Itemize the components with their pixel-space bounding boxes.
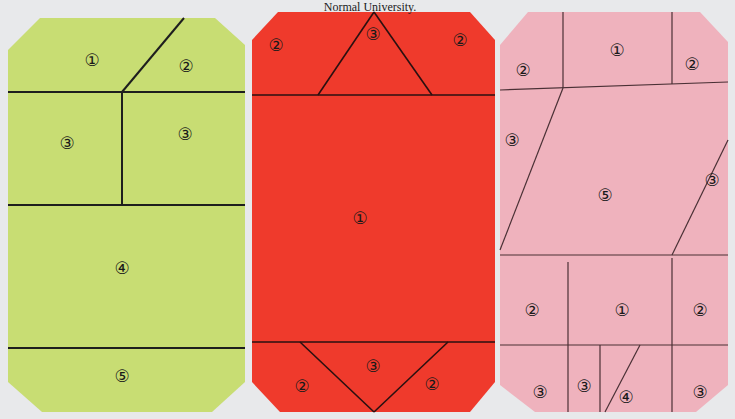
piece-number: ② <box>178 58 193 75</box>
piece-number: ③ <box>504 132 519 149</box>
piece-number: ⑤ <box>597 187 612 204</box>
piece-number: ① <box>84 52 99 69</box>
piece-number: ⑤ <box>114 368 129 385</box>
piece-number: ④ <box>618 389 633 406</box>
header-text: Normal University. <box>324 1 417 13</box>
piece-number: ③ <box>177 126 192 143</box>
piece-number: ② <box>294 378 309 395</box>
piece-number: ④ <box>114 260 129 277</box>
piece-number: ① <box>609 42 624 59</box>
piece-number: ③ <box>532 384 547 401</box>
piece-number: ② <box>268 37 283 54</box>
piece-number: ① <box>614 302 629 319</box>
red-cut-lines <box>252 12 495 412</box>
piece-number: ③ <box>576 378 591 395</box>
green-sheet <box>8 18 245 412</box>
piece-number: ② <box>515 62 530 79</box>
piece-number: ③ <box>692 384 707 401</box>
piece-number: ② <box>684 56 699 73</box>
piece-number: ③ <box>704 172 719 189</box>
piece-number: ② <box>452 32 467 49</box>
red-sheet <box>252 12 495 412</box>
piece-number: ③ <box>59 135 74 152</box>
piece-number: ③ <box>365 358 380 375</box>
piece-number: ② <box>524 302 539 319</box>
piece-number: ③ <box>365 26 380 43</box>
pink-sheet <box>500 12 728 412</box>
piece-number: ② <box>424 376 439 393</box>
pink-cut-lines <box>500 12 728 412</box>
piece-number: ② <box>692 302 707 319</box>
piece-number: ① <box>352 210 367 227</box>
green-cut-lines <box>8 18 245 348</box>
